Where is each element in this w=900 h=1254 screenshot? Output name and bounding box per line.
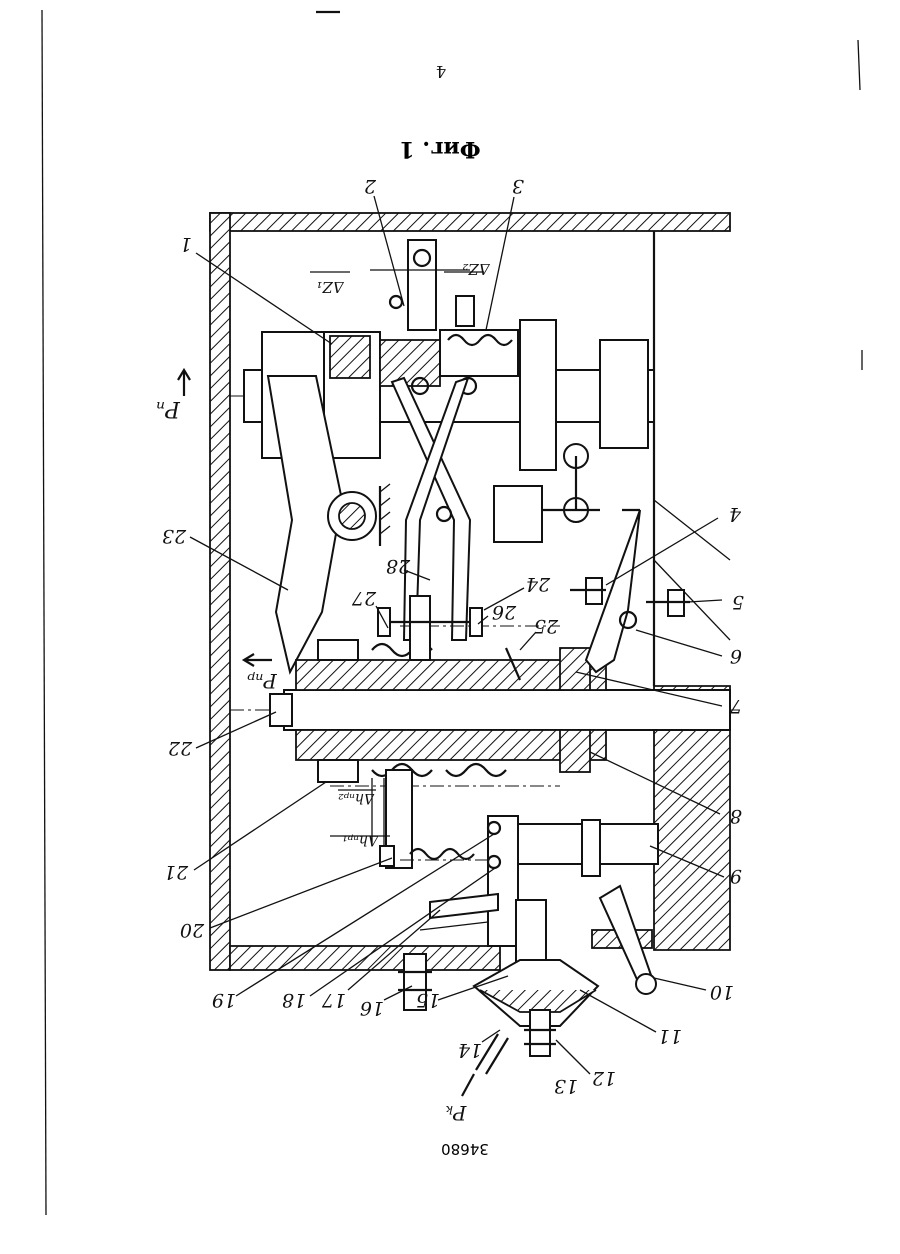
callout-14: 14: [458, 1039, 482, 1061]
callout-22: 22: [168, 737, 193, 759]
callout-16: 16: [360, 997, 384, 1019]
lower-mechanism: [380, 770, 658, 1074]
page-number: 4: [436, 62, 446, 81]
label-pn: Pₙ: [156, 396, 181, 421]
left-margin-line: [42, 10, 46, 1215]
top-shaft-end-block: [600, 340, 648, 448]
callout-12: 12: [592, 1067, 616, 1089]
callout-25: 25: [534, 615, 559, 637]
callout-7: 7: [729, 695, 742, 717]
stem-15: [516, 900, 546, 968]
main-shaft: [284, 690, 730, 730]
callout-26: 26: [492, 601, 517, 623]
arrow-pk: [462, 1074, 474, 1096]
callout-10: 10: [710, 981, 734, 1003]
callout-20: 20: [180, 919, 205, 941]
spring-20: [410, 849, 474, 859]
callout-11: 11: [658, 1025, 682, 1047]
callout-3: 3: [512, 175, 524, 197]
figure-caption-group: Фиг. 1: [399, 136, 480, 162]
callout-4: 4: [729, 503, 742, 525]
document-number: 34680: [441, 1140, 489, 1158]
callout-18: 18: [282, 989, 306, 1011]
housing-left-wall: [210, 213, 230, 970]
callout-17: 17: [321, 989, 346, 1011]
callout-23: 23: [162, 525, 187, 547]
part-2-pin-holder: [408, 240, 436, 330]
part-1-bushing: [330, 336, 370, 378]
callout-1: 1: [180, 233, 192, 255]
figure-caption: Фиг. 1: [399, 136, 480, 162]
callout-2: 2: [364, 175, 377, 197]
screw-13: [530, 1010, 550, 1056]
doc-number-group: 34680: [441, 1140, 489, 1158]
page-number-group: 4: [436, 62, 446, 81]
callout-5: 5: [732, 591, 744, 613]
callout-24: 24: [526, 573, 551, 595]
callout-19: 19: [212, 989, 236, 1011]
callout-15: 15: [416, 989, 440, 1011]
callout-28: 28: [386, 555, 411, 577]
label-dh1: Δhₙₚ₁: [342, 832, 379, 848]
shaft-nut-22: [270, 694, 292, 726]
label-pnp: Pₙₚ: [247, 669, 278, 693]
callout-8: 8: [730, 805, 742, 827]
callout-21: 21: [164, 861, 189, 883]
callout-6: 6: [730, 645, 742, 667]
label-dz1: ΔZ₁: [316, 278, 344, 296]
callout-13: 13: [554, 1075, 578, 1097]
callout-27: 27: [351, 587, 377, 609]
callout-9: 9: [730, 865, 742, 887]
right-scan-mark: [858, 40, 860, 90]
label-dh2: Δhₙₚ₂: [338, 790, 375, 806]
label-dz2: ΔZ₂: [462, 260, 490, 278]
label-pk: Pₖ: [446, 1101, 468, 1125]
housing-top-wall: [210, 213, 730, 231]
